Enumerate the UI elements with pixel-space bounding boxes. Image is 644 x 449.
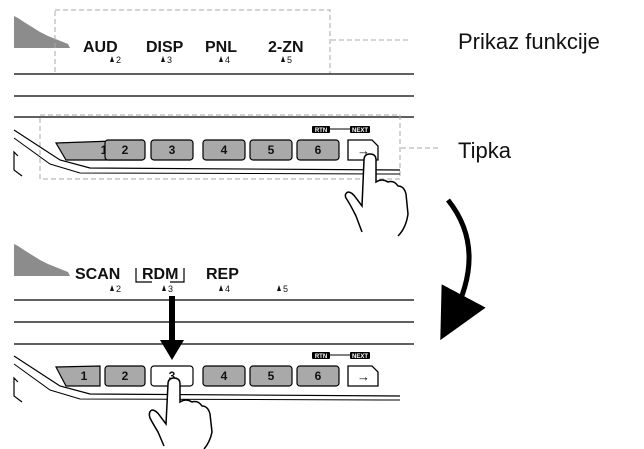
bottom-preset-label-2: 2 <box>122 369 129 383</box>
top-preset-button-4[interactable] <box>202 139 246 161</box>
top-rtn-tag <box>312 126 330 133</box>
top-console-hook <box>13 150 23 177</box>
bottom-next-tag <box>350 352 370 359</box>
top-function-disp: DISP <box>146 39 184 56</box>
top-next-label: NEXT <box>352 128 368 134</box>
top-console-curve <box>13 129 401 171</box>
top-preset-label-6: 6 <box>315 143 322 157</box>
top-preset-button-6[interactable] <box>296 139 340 161</box>
bottom-rtn-tag <box>312 352 330 359</box>
bottom-preset-button-6[interactable] <box>296 365 340 387</box>
top-function-index-5: 5 <box>287 55 292 65</box>
top-function-index-3: 3 <box>167 55 172 65</box>
caption-button: Tipka <box>458 138 512 163</box>
top-finger-icon <box>344 153 409 237</box>
bottom-rtn-label: RTN <box>315 354 327 360</box>
top-preset-label-5: 5 <box>268 143 275 157</box>
top-function-aud: AUD <box>83 39 118 56</box>
bottom-next-label: NEXT <box>352 354 368 360</box>
bottom-panel: SCAN 2 RDM 3 REP 4 5 1 2 3 4 <box>13 244 414 449</box>
caption-display-function: Prikaz funkcije <box>458 29 600 54</box>
top-preset-label-3: 3 <box>169 143 176 157</box>
bottom-pointer-5 <box>277 285 281 291</box>
top-rtn-label: RTN <box>315 128 327 134</box>
top-pointer-5 <box>281 56 285 62</box>
top-preset-button-3[interactable] <box>150 139 194 161</box>
bottom-preset-button-4[interactable] <box>202 365 246 387</box>
top-pointer-4 <box>219 56 223 62</box>
bottom-level-meter <box>14 244 70 276</box>
top-console-curve-lower <box>13 137 401 175</box>
bottom-function-rdm: RDM <box>142 266 178 283</box>
bottom-pointer-4 <box>219 285 223 291</box>
bottom-rdm-selection-bracket <box>135 268 185 283</box>
bottom-console-hook <box>13 376 23 403</box>
bottom-next-button[interactable] <box>347 365 379 387</box>
bottom-preset-label-3: 3 <box>169 369 176 383</box>
bottom-preset-label-6: 6 <box>315 369 322 383</box>
bottom-finger-icon <box>148 377 213 449</box>
bottom-preset-label-4: 4 <box>221 369 228 383</box>
bottom-function-index-5: 5 <box>283 284 288 294</box>
top-function-index-2: 2 <box>116 55 121 65</box>
bottom-preset-label-5: 5 <box>268 369 275 383</box>
bottom-function-index-3: 3 <box>168 284 173 294</box>
bottom-preset-button-5[interactable] <box>249 365 293 387</box>
bottom-preset-button-2[interactable] <box>104 365 146 387</box>
bottom-console-curve <box>13 355 401 397</box>
top-pointer-3 <box>161 56 165 62</box>
top-level-meter <box>14 16 70 48</box>
top-preset-buttons: 1 2 3 4 5 6 <box>54 139 340 161</box>
bottom-function-scan: SCAN <box>75 266 120 283</box>
top-preset-label-4: 4 <box>221 143 228 157</box>
top-preset-label-2: 2 <box>122 143 129 157</box>
top-function-index-4: 4 <box>225 55 230 65</box>
bottom-next-arrow-icon: → <box>357 369 370 384</box>
press-arrow-head <box>160 340 184 360</box>
top-panel: AUD 2 DISP 3 PNL 4 2-ZN 5 Prikaz funkcij… <box>13 9 600 237</box>
bottom-function-index-4: 4 <box>225 284 230 294</box>
transition-arrow <box>440 198 486 341</box>
top-preset-label-1: 1 <box>101 143 108 157</box>
top-next-tag <box>350 126 370 133</box>
top-function-pnl: PNL <box>205 39 237 56</box>
bottom-function-rep: REP <box>206 266 239 283</box>
top-pointer-2 <box>110 56 114 62</box>
bottom-pointer-2 <box>110 285 114 291</box>
bottom-preset-label-1: 1 <box>81 369 88 383</box>
top-function-2zn: 2-ZN <box>268 39 304 56</box>
bottom-preset-button-1[interactable] <box>55 365 101 387</box>
bottom-function-index-2: 2 <box>116 284 121 294</box>
bottom-preset-buttons: 1 2 3 4 5 6 <box>55 365 340 387</box>
bottom-pointer-3 <box>162 285 166 291</box>
bottom-console-curve-lower <box>13 363 401 401</box>
top-preset-button-2[interactable] <box>104 139 146 161</box>
top-preset-button-5[interactable] <box>249 139 293 161</box>
